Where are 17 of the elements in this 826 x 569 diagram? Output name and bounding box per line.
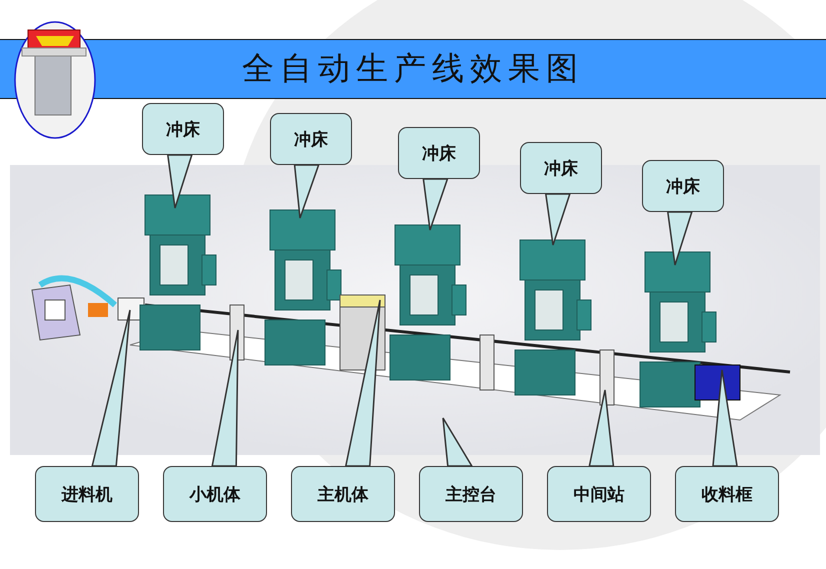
callout-box: 进料机 <box>35 466 139 522</box>
callout-pointer <box>544 193 571 246</box>
callout-pointer <box>294 164 320 219</box>
callout-box: 中间站 <box>547 466 651 522</box>
callout-pointer <box>211 329 239 467</box>
callout-pointer <box>442 417 474 467</box>
callout-box: 主机体 <box>291 466 395 522</box>
callout-pointer <box>712 369 738 467</box>
callout-box: 小机体 <box>163 466 267 522</box>
callout-pointer <box>588 389 614 467</box>
callout-pointer <box>666 211 693 266</box>
title: 全自动生产线效果图 <box>242 48 584 89</box>
callout-pointer <box>344 299 381 467</box>
callout-pointer <box>166 154 193 209</box>
callout-box: 收料框 <box>675 466 779 522</box>
callout-pointer <box>91 309 131 467</box>
callout-pointer <box>422 178 448 231</box>
